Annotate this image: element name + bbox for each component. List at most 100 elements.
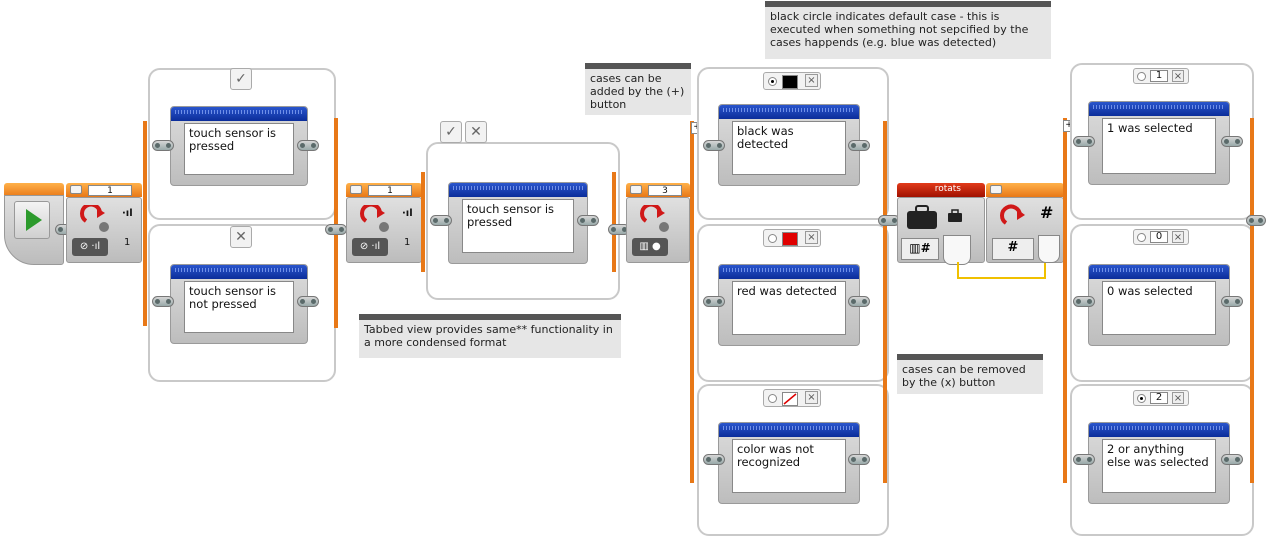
mode-selector-icon[interactable]: ⊘ ·ıl [72,238,108,256]
compare-icon: ·ıl [402,208,413,219]
default-case-radio[interactable] [768,77,777,86]
plug-in[interactable] [430,215,452,226]
comment-text: touch sensor is pressed [184,123,294,175]
plug-in[interactable] [1073,296,1095,307]
default-case-radio[interactable] [1137,72,1146,81]
plug-in[interactable] [1073,454,1095,465]
compare-value[interactable]: 1 [404,237,411,248]
comment-tabbed-view: Tabbed view provides same** functionalit… [359,314,621,358]
start-block[interactable] [4,183,64,265]
touch-sensor-icon [78,205,112,233]
remove-case-button[interactable]: × [805,231,818,244]
plug-out[interactable] [297,140,319,151]
comment-block-false: touch sensor is not pressed [170,264,308,344]
case-value[interactable]: 2 [1150,392,1168,404]
case-tab-black[interactable]: × [763,72,821,90]
plug-out[interactable] [848,140,870,151]
comment-text: touch sensor is not pressed [184,281,294,333]
comment-block: 0 was selected [1088,264,1230,346]
case-tab-red[interactable]: × [763,229,821,247]
plug-in[interactable] [152,296,174,307]
compare-value[interactable]: 1 [124,237,131,248]
case-value[interactable]: 0 [1150,231,1168,243]
comment-text: touch sensor is pressed [462,199,574,253]
comment-text: color was not recognized [732,439,846,493]
numeric-input[interactable]: # [992,238,1034,260]
no-color-icon [782,392,798,406]
port-icon [990,185,1002,194]
default-case-radio[interactable] [1137,394,1146,403]
numeric-switch-block[interactable]: # # [986,183,1064,265]
case-value[interactable]: 1 [1150,70,1168,82]
play-icon [26,209,42,231]
case-tab-nocolor[interactable]: × [763,389,821,407]
plug-out[interactable] [297,296,319,307]
color-switch-block[interactable]: 3 ▥ ● [626,183,690,265]
switch4-right-rail [1250,118,1254,483]
sequence-plug[interactable] [325,224,347,235]
tab-false[interactable]: ✕ [465,121,487,143]
remove-case-button[interactable]: × [805,391,818,404]
switch1-right-rail [334,118,338,328]
comment-block: red was detected [718,264,860,346]
plug-out[interactable] [848,296,870,307]
port-icon [630,185,642,194]
default-case-radio[interactable] [1137,233,1146,242]
plug-out[interactable] [577,215,599,226]
plug-in[interactable] [703,296,725,307]
plug-in[interactable] [152,140,174,151]
comment-text: red was detected [732,281,846,335]
motor-rotation-block[interactable]: rotats ▥# [897,183,985,265]
plug-out[interactable] [1221,454,1243,465]
remove-case-button[interactable]: × [1172,392,1184,404]
plug-in[interactable] [703,454,725,465]
data-input-plug[interactable] [1038,235,1060,263]
motor-block-title: rotats [934,184,961,194]
case-tab-0[interactable]: 0 × [1133,229,1189,245]
start-block-header [4,183,64,197]
port-number[interactable]: 1 [88,185,132,196]
numeric-output-icon[interactable]: ▥# [901,238,939,260]
start-button[interactable] [14,201,50,239]
case-false-tab[interactable]: ✕ [230,226,252,248]
plug-out[interactable] [848,454,870,465]
comment-cases-add: cases can be added by the (+) button [585,63,691,115]
case-tab-1[interactable]: 1 × [1133,68,1189,84]
switch2-left-rail [421,172,425,272]
comment-text: 0 was selected [1102,281,1216,335]
plug-in[interactable] [703,140,725,151]
comment-text: black was detected [732,121,846,175]
black-color-swatch [782,75,798,89]
touch-switch-tabbed-block[interactable]: 1 ·ıl ⊘ ·ıl 1 [346,183,422,265]
default-case-radio[interactable] [768,394,777,403]
comment-block: touch sensor is pressed [448,182,588,264]
remove-case-button[interactable]: × [1172,231,1184,243]
comment-block-true: touch sensor is pressed [170,106,308,186]
port-number[interactable]: 1 [368,185,412,196]
color-mode-icon[interactable]: ▥ ● [632,238,668,256]
red-color-swatch [782,232,798,246]
remove-case-button[interactable]: × [1172,70,1184,82]
comment-default-case: black circle indicates default case - th… [765,1,1051,59]
tab-true[interactable]: ✓ [440,121,462,143]
comment-block: color was not recognized [718,422,860,504]
comment-block: 2 or anything else was selected [1088,422,1230,504]
data-output-plug[interactable] [943,235,971,265]
comment-text: 2 or anything else was selected [1102,439,1216,493]
numeric-mode-label: # [1040,203,1054,222]
case-tab-2[interactable]: 2 × [1133,390,1189,406]
plug-in[interactable] [1073,136,1095,147]
sequence-plug-end[interactable] [1246,215,1266,226]
plug-out[interactable] [1221,296,1243,307]
motor-block-header: rotats [897,183,985,197]
comment-block: 1 was selected [1088,101,1230,185]
touch-sensor-icon [358,205,392,233]
default-case-radio[interactable] [768,234,777,243]
case-true-tab[interactable]: ✓ [230,68,252,90]
mode-selector-icon[interactable]: ⊘ ·ıl [352,238,388,256]
plug-out[interactable] [1221,136,1243,147]
touch-switch-block[interactable]: 1 ·ıl ⊘ ·ıl 1 [66,183,142,265]
switch4-left-rail [1063,118,1067,483]
port-number[interactable]: 3 [648,185,682,196]
remove-case-button[interactable]: × [805,74,818,87]
